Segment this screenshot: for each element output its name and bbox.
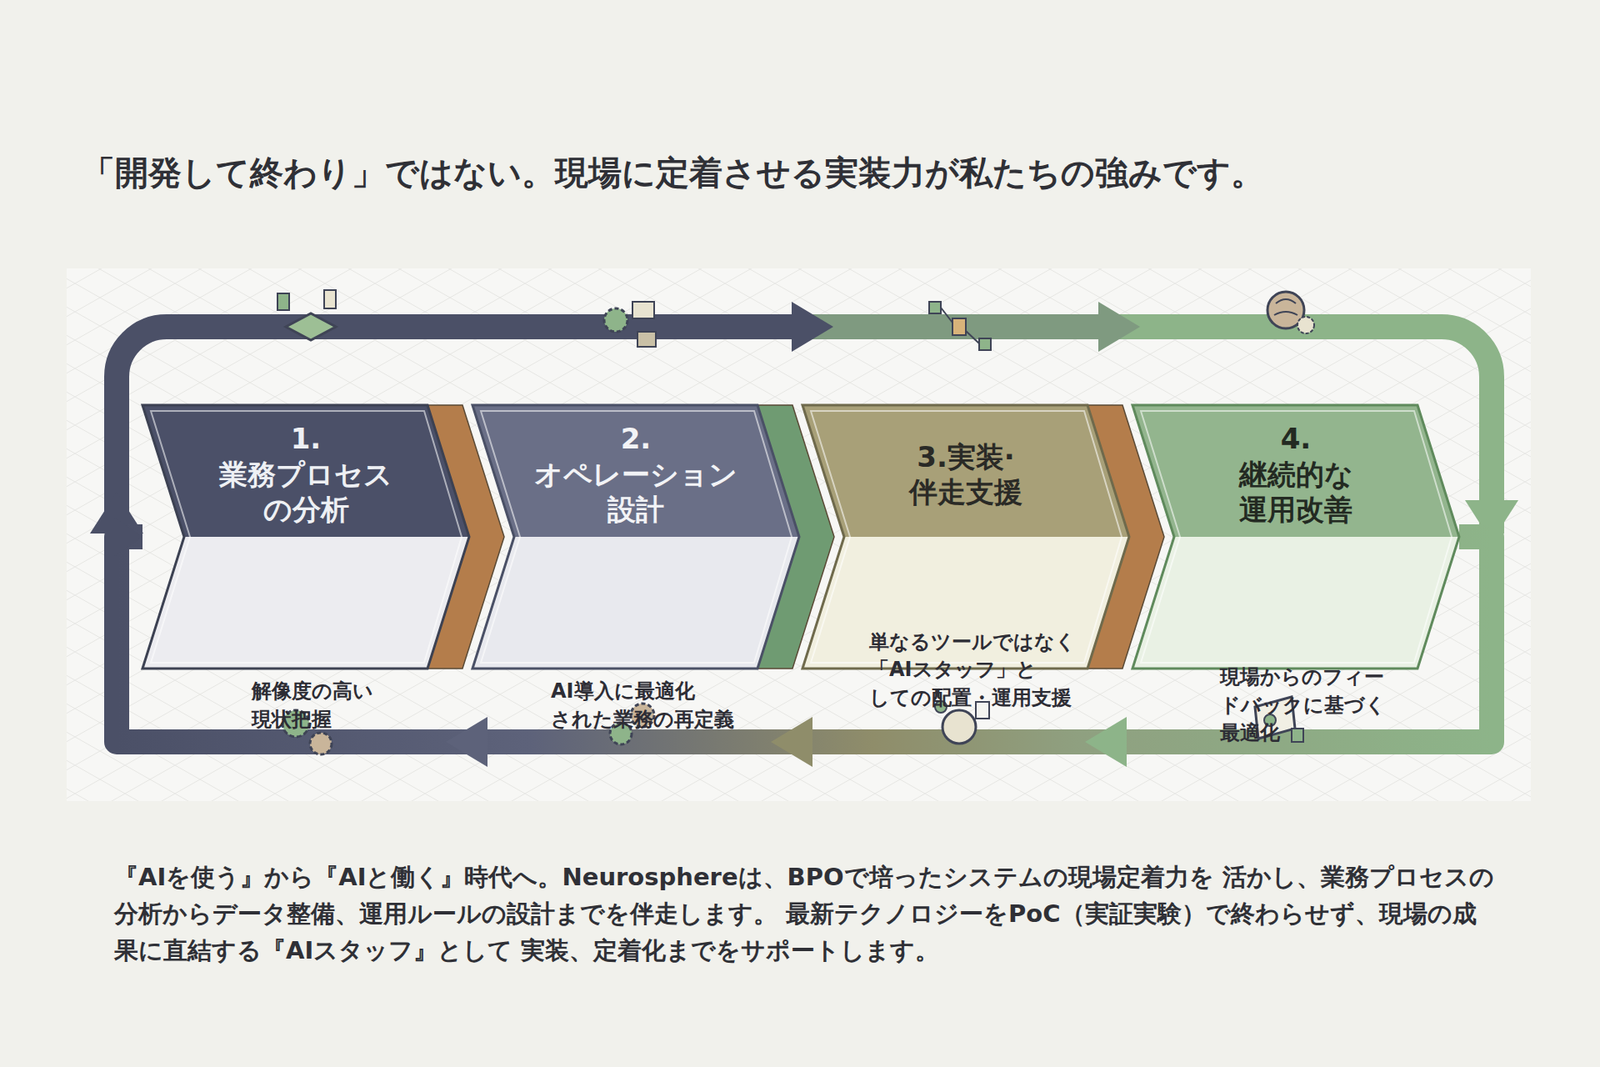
step-heading: 4.継続的な 運用改善 xyxy=(1239,420,1354,528)
gear-box-icon xyxy=(604,301,656,347)
chevron-inner-line xyxy=(480,410,792,663)
step-heading: 3.実装· 伴走支援 xyxy=(909,439,1023,510)
network-icon xyxy=(929,301,991,350)
chevron-head xyxy=(142,405,470,537)
track-top xyxy=(805,314,1113,340)
track-arrowhead xyxy=(1098,301,1140,352)
step-heading: 1.業務プロセス の分析 xyxy=(219,420,393,528)
step-description: AI導入に最適化 された業務の再定義 xyxy=(550,677,735,734)
chevron-body xyxy=(472,536,800,669)
chevron-outline xyxy=(472,405,800,669)
chevron-outline xyxy=(802,405,1130,669)
step-description: 単なるツールではなく 「AIスタッフ」と しての配置・運用支援 xyxy=(869,628,1076,713)
page-title: 「開発して終わり」ではない。現場に定着させる実装力が私たちの強みです。 xyxy=(81,150,1265,196)
panel-grid xyxy=(66,268,1531,801)
step-description: 現場からのフィー ドバックに基づく 最適化 xyxy=(1220,663,1386,748)
chevron-head xyxy=(1132,405,1460,537)
chevron-outline xyxy=(142,405,470,669)
track-arrowhead xyxy=(1085,716,1127,767)
process-chevron: 3.実装· 伴走支援単なるツールではなく 「AIスタッフ」と しての配置・運用支… xyxy=(802,405,1130,669)
brain-icon xyxy=(1267,291,1315,334)
caption-text: 『AIを使う』から『AIと働く』時代へ。Neurosphereは、BPOで培った… xyxy=(114,858,1498,969)
step-heading: 2.オペレーション 設計 xyxy=(534,420,738,528)
chevron-inner-line xyxy=(150,410,462,663)
track-arrowhead xyxy=(791,301,834,352)
chevron-head xyxy=(802,405,1130,537)
process-chevron: 2.オペレーション 設計AI導入に最適化 された業務の再定義 xyxy=(472,405,800,669)
step-description: 解像度の高い 現状把握 xyxy=(251,677,374,734)
track-arrowhead xyxy=(770,716,813,767)
chevron-inner-line xyxy=(1140,410,1452,663)
track-arrowhead xyxy=(445,716,488,767)
ai-chip-icon xyxy=(277,290,336,340)
chevron-body xyxy=(1132,536,1460,669)
chevron-inner-line xyxy=(810,410,1122,663)
chevron-head xyxy=(472,405,800,537)
panel xyxy=(66,268,1531,801)
chevron-body xyxy=(142,536,470,669)
chevron-outline xyxy=(1132,405,1460,669)
process-chevron: 4.継続的な 運用改善現場からのフィー ドバックに基づく 最適化 xyxy=(1132,405,1460,669)
process-chevron: 1.業務プロセス の分析解像度の高い 現状把握 xyxy=(142,405,470,669)
